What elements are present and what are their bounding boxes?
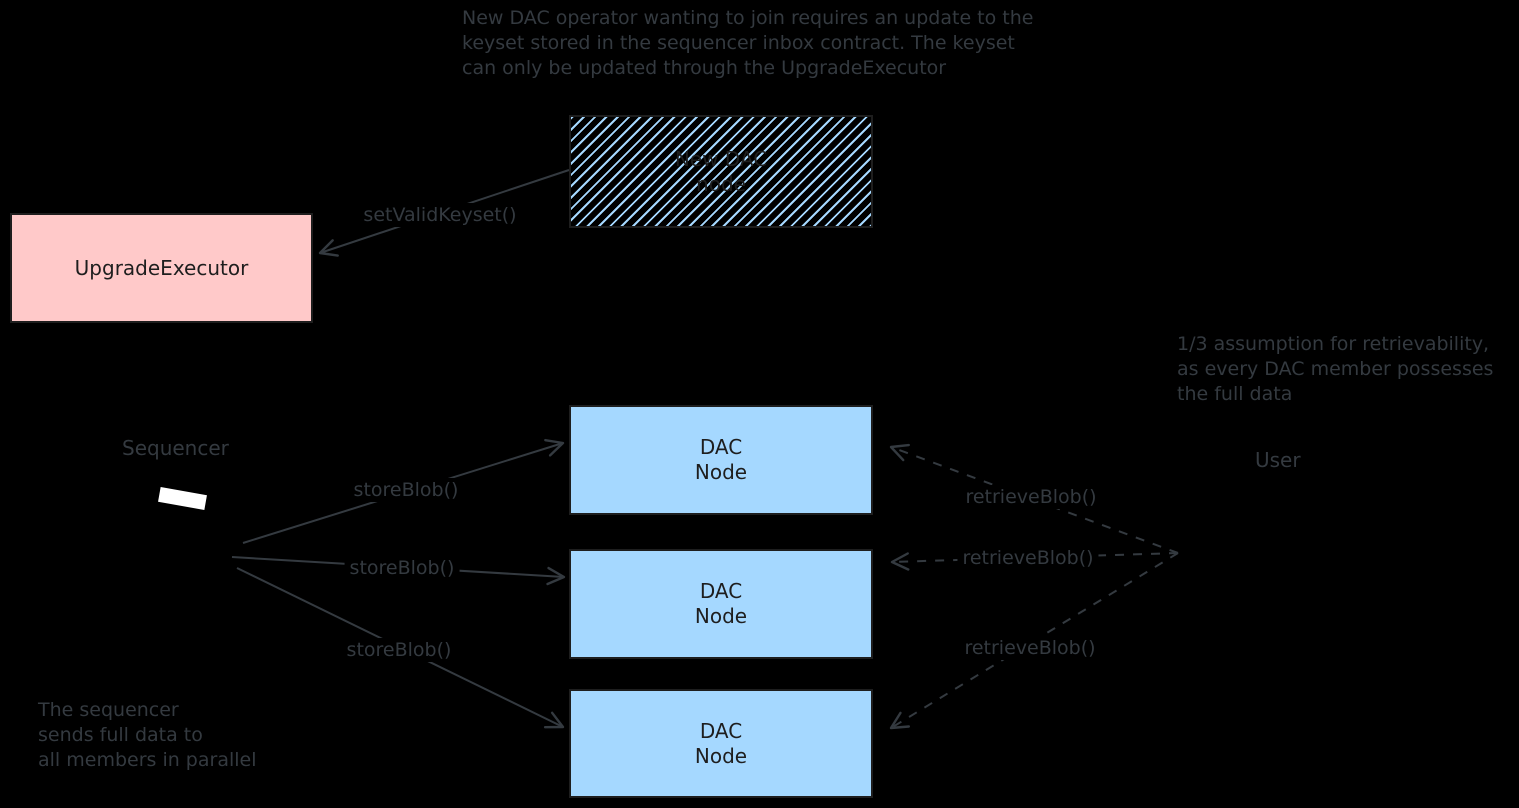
parallel-note: The sequencer sends full data to all mem…: [38, 698, 257, 773]
storeblob-label-3: storeBlob(): [341, 638, 457, 662]
storeblob-label-2: storeBlob(): [344, 556, 460, 580]
retrieveblob-label-1: retrieveBlob(): [960, 485, 1102, 509]
dac-node-label-line: Node: [694, 460, 748, 484]
dac-node-box-3: DAC Node: [569, 689, 873, 798]
assumption-note: 1/3 assumption for retrievability, as ev…: [1177, 332, 1493, 407]
upgrade-executor-box: UpgradeExecutor: [10, 213, 313, 323]
sequencer-label: Sequencer: [122, 436, 229, 460]
upgrade-executor-label: UpgradeExecutor: [74, 255, 249, 280]
storeblob-label-1: storeBlob(): [348, 478, 464, 502]
note-line: The sequencer: [38, 699, 179, 721]
note-line: 1/3 assumption for retrievability,: [1177, 333, 1490, 355]
new-dac-node-label-line: node: [696, 171, 746, 196]
top-note: New DAC operator wanting to join require…: [462, 6, 1033, 81]
dac-node-label-line: Node: [694, 604, 748, 628]
dac-node-label-line: DAC: [699, 579, 743, 603]
retrieveblob-arrow-2: [890, 552, 1179, 571]
dac-node-label-line: DAC: [699, 718, 743, 743]
new-dac-node-label-line: New DAC: [674, 146, 768, 171]
new-dac-node-box: New DAC node: [569, 115, 873, 228]
note-line: the full data: [1177, 383, 1293, 405]
dac-node-box-1: DAC Node: [569, 405, 873, 515]
retrieveblob-label-3: retrieveBlob(): [959, 636, 1101, 660]
note-line: keyset stored in the sequencer inbox con…: [462, 32, 1015, 54]
retrieveblob-label-2: retrieveBlob(): [957, 546, 1099, 570]
note-line: sends full data to: [38, 724, 203, 746]
dac-node-label-line: DAC: [699, 435, 743, 459]
note-line: can only be updated through the UpgradeE…: [462, 57, 947, 79]
dac-node-label-line: Node: [694, 743, 748, 768]
user-label: User: [1255, 448, 1301, 472]
note-line: all members in parallel: [38, 749, 257, 771]
note-line: New DAC operator wanting to join require…: [462, 7, 1034, 29]
setvalidkeyset-label: setValidKeyset(): [358, 203, 522, 227]
note-line: as every DAC member possesses: [1177, 358, 1494, 380]
dac-node-box-2: DAC Node: [569, 549, 873, 659]
